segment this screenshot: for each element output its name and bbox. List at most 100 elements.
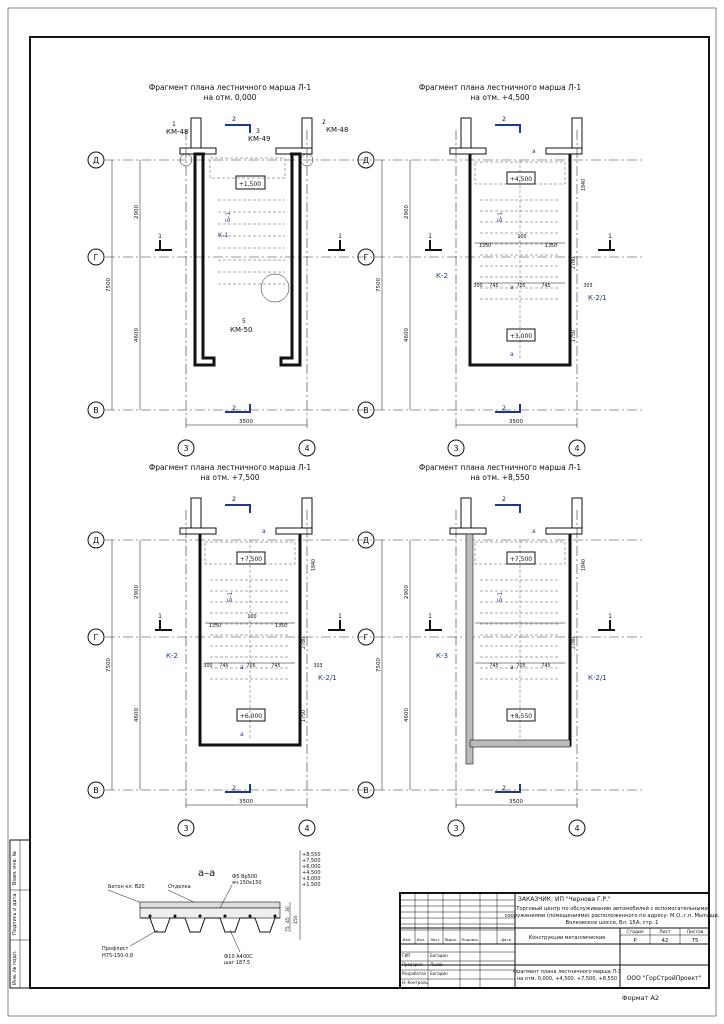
stamp-name: Львов	[430, 962, 443, 967]
axis-label-g: Г	[94, 633, 99, 642]
plan-beam-left: К-3	[436, 652, 448, 660]
plan-dim: 705	[516, 663, 525, 669]
plan-subtitle: на отм. +7,500	[200, 473, 259, 482]
section-title: а–а	[198, 868, 215, 879]
level-box	[506, 551, 536, 565]
plan-dim: 745	[541, 663, 550, 669]
axis-bubble	[357, 248, 375, 266]
stamp-project-1: Торговый центр по обслуживанию автомобил…	[515, 905, 708, 912]
plan-dim: 1350	[275, 623, 287, 629]
cut-label: 1	[428, 613, 432, 620]
stamp-col-label: Кол.	[417, 937, 426, 942]
mark: а	[532, 528, 536, 535]
plan-level-top: +4,500	[510, 176, 532, 183]
detail-circle	[300, 153, 314, 167]
plan-dim: 1840	[311, 559, 317, 571]
cut-mark	[225, 124, 251, 133]
plan-p1: Фрагмент плана лестничного марша Л-1на о…	[87, 83, 375, 457]
mark: 1	[172, 121, 176, 128]
cut-label: 1	[338, 613, 342, 620]
wall-hatch	[465, 533, 474, 765]
plan-dim: 2780	[571, 257, 577, 269]
plan-dim: 300	[203, 663, 212, 669]
level-box	[506, 171, 536, 185]
level-box	[506, 708, 536, 722]
level-box	[236, 551, 266, 565]
plan-level-bottom: +8,550	[510, 713, 532, 720]
axis-bubble	[87, 628, 105, 646]
stamp-drawing-2: на отм. 0,000, +4,500, +7,500, +8,550	[517, 976, 617, 982]
plan-dim: 1350	[479, 243, 491, 249]
column	[460, 497, 472, 529]
plan-dim: 1750	[301, 710, 307, 722]
axis-bubble	[357, 151, 375, 169]
cut-label: 1	[428, 233, 432, 240]
stamp-sheets: 75	[692, 938, 699, 944]
rebar-dot	[248, 914, 252, 918]
side-strip: Инв. № подл. Подпись и дата Взам. инв. №	[9, 839, 31, 989]
stamp-format: Формат А2	[622, 994, 659, 1002]
cut-label: 2	[502, 116, 506, 123]
stamp-stage: Р	[633, 938, 637, 944]
mark: а	[240, 731, 244, 738]
level-box	[236, 708, 266, 722]
stamp-sheet-h: Лист	[659, 929, 671, 935]
dim-w: 3500	[239, 419, 253, 425]
dim-h2: 4600	[404, 328, 410, 342]
plan-p3: Фрагмент плана лестничного марша Л-1на о…	[87, 463, 375, 837]
plan-dim: 100	[247, 614, 256, 620]
mark: 3	[256, 128, 260, 135]
plan-dim: 1840	[581, 559, 587, 571]
dim-h2: 4600	[404, 708, 410, 722]
stamp-col-label: Подпись	[461, 937, 479, 942]
section-deck-spec: Н75-150-0,8	[102, 953, 133, 959]
section-aa: а–а Бетон кл. В20 Отделка Профлист Н75-1…	[102, 850, 321, 966]
axis-bubble	[568, 819, 586, 837]
plan-title: Фрагмент плана лестничного марша Л-1	[419, 83, 582, 92]
plan-dim: 303	[583, 283, 592, 289]
stamp-col-label: Лист	[430, 937, 440, 942]
stamp-role: Разработал	[402, 971, 427, 976]
beam	[449, 147, 487, 155]
cut-label: 2	[232, 405, 236, 412]
plan-beam-mid: Б-1	[497, 592, 504, 602]
section-level: +4,500	[302, 870, 321, 876]
mark: КМ-48	[326, 126, 348, 134]
axis-bubble	[447, 819, 465, 837]
cut-mark	[425, 620, 442, 631]
cut-label: 1	[608, 233, 612, 240]
plan-dim: 745	[489, 283, 498, 289]
side-inv: Инв. № подл.	[12, 950, 18, 985]
beam	[545, 527, 583, 535]
cut-mark	[225, 404, 251, 413]
axis-bubble	[568, 439, 586, 457]
section-mesh-step: яч.150х150	[232, 880, 262, 886]
axis-bubble	[87, 401, 105, 419]
sec-dim-3: 150	[293, 915, 299, 924]
plan-level: +1,500	[239, 181, 261, 188]
beam	[179, 527, 217, 535]
axis-label-d: Д	[363, 536, 369, 545]
sec-dim-1: 45	[285, 917, 291, 923]
axis-bubble	[298, 819, 316, 837]
section-level: +7,500	[302, 858, 321, 864]
column	[460, 117, 472, 149]
dim-h1: 2900	[134, 585, 140, 599]
section-rebar: Ф10 А400С	[224, 954, 253, 960]
mark: а	[240, 664, 244, 671]
plan-dim: 2780	[571, 637, 577, 649]
plan-subtitle: на отм. +8,550	[470, 473, 529, 482]
section-level: +3,000	[302, 876, 321, 882]
dim-htot: 7500	[106, 278, 112, 292]
axis-bubble	[357, 531, 375, 549]
stamp-name: Богадин	[430, 953, 448, 958]
sec-dim-2: 75	[285, 926, 291, 932]
level-box	[235, 175, 266, 190]
cut-label: 2	[232, 116, 236, 123]
dim-h2: 4600	[134, 328, 140, 342]
axis-label-a3: 3	[453, 824, 458, 833]
axis-bubble	[87, 248, 105, 266]
stair-wall	[468, 154, 572, 367]
